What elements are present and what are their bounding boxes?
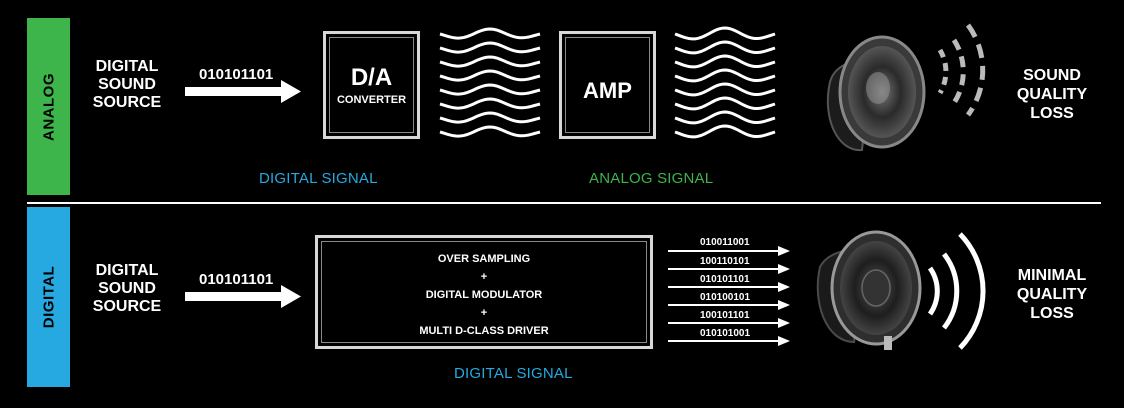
waves1-line (439, 125, 541, 138)
digital-sound-wave-icon (927, 232, 986, 350)
waves2-line (674, 26, 776, 41)
stream-label-5: 100101101 (700, 310, 750, 321)
waves1-line (439, 69, 541, 82)
waves2-line (674, 110, 776, 125)
waves2-line (674, 96, 776, 111)
da-converter-subtitle: CONVERTER (336, 94, 407, 106)
amp-label: AMP (583, 78, 632, 103)
digital-processor-text: OVER SAMPLING + DIGITAL MODULATOR + MULT… (318, 250, 650, 340)
stream-label-2: 100110101 (700, 256, 750, 267)
analog-signal-caption: ANALOG SIGNAL (589, 170, 714, 187)
waves2-line (674, 40, 776, 55)
waves1-line (439, 55, 541, 68)
analog-source-line-1: DIGITAL (95, 58, 159, 75)
waves2-line (674, 54, 776, 69)
analog-bits-label: 010101101 (199, 66, 274, 83)
analog-result-line-2: QUALITY (1016, 86, 1088, 103)
analog-sidebar: ANALOG (27, 18, 70, 195)
processor-line-5: MULTI D-CLASS DRIVER (419, 325, 549, 337)
digital-signal-caption: DIGITAL SIGNAL (454, 365, 573, 382)
waves1-line (439, 83, 541, 96)
waves1-line (439, 97, 541, 110)
waves2-line (674, 82, 776, 97)
analog-result-line-3: LOSS (1030, 105, 1074, 122)
analog-arrow-icon (185, 80, 301, 103)
digital-source-line-2: SOUND (98, 280, 156, 297)
processor-line-3: DIGITAL MODULATOR (425, 289, 543, 301)
processor-line-1: OVER SAMPLING (437, 253, 531, 265)
analog-speaker-icon (826, 35, 926, 152)
digital-source-line-3: SOURCE (92, 298, 162, 315)
analog-digital-signal-caption: DIGITAL SIGNAL (259, 170, 378, 187)
digital-result-label: MINIMAL QUALITY LOSS (997, 266, 1107, 323)
analog-source-line-3: SOURCE (92, 94, 162, 111)
waves1-line (439, 41, 541, 54)
amp-inner-border (565, 37, 650, 133)
digital-arrow-icon (185, 285, 301, 308)
analog-result-label: SOUND QUALITY LOSS (997, 66, 1107, 123)
digital-sidebar: DIGITAL (27, 207, 70, 387)
waves2-line (674, 68, 776, 83)
digital-speaker-icon (816, 230, 922, 350)
da-converter-inner-border (329, 37, 414, 133)
digital-sidebar-label: DIGITAL (40, 265, 57, 329)
waves2-line (674, 124, 776, 139)
digital-result-line-1: MINIMAL (1017, 267, 1087, 284)
parallel-stream-arrows-icon (668, 246, 790, 346)
stream-label-1: 010011001 (700, 237, 750, 248)
analog-sidebar-label: ANALOG (40, 72, 57, 141)
digital-result-line-3: LOSS (1030, 305, 1074, 322)
digital-bits-label: 010101101 (199, 271, 274, 288)
processor-line-4: + (480, 307, 488, 319)
digital-processor-inner-border (321, 241, 647, 343)
analog-source-line-2: SOUND (98, 76, 156, 93)
stream-label-3: 010101101 (700, 274, 750, 285)
digital-processor-box: OVER SAMPLING + DIGITAL MODULATOR + MULT… (315, 235, 653, 349)
processor-line-2: + (480, 271, 488, 283)
da-converter-box: D/A CONVERTER (323, 31, 420, 139)
analog-source-label: DIGITAL SOUND SOURCE (82, 58, 172, 112)
stream-label-6: 010101001 (700, 328, 751, 339)
digital-source-line-1: DIGITAL (95, 262, 159, 279)
amplified-wave-icon (674, 26, 776, 139)
stream-label-4: 010100101 (700, 292, 751, 303)
analog-sound-wave-icon (937, 23, 986, 117)
waves1-line (439, 111, 541, 124)
analog-result-line-1: SOUND (1023, 67, 1081, 84)
analog-wave-icon (439, 27, 541, 138)
row-divider (27, 202, 1101, 204)
digital-result-line-2: QUALITY (1016, 286, 1088, 303)
amp-box: AMP (559, 31, 656, 139)
digital-source-label: DIGITAL SOUND SOURCE (82, 262, 172, 316)
waves1-line (439, 27, 541, 40)
da-converter-title: D/A (350, 64, 393, 91)
